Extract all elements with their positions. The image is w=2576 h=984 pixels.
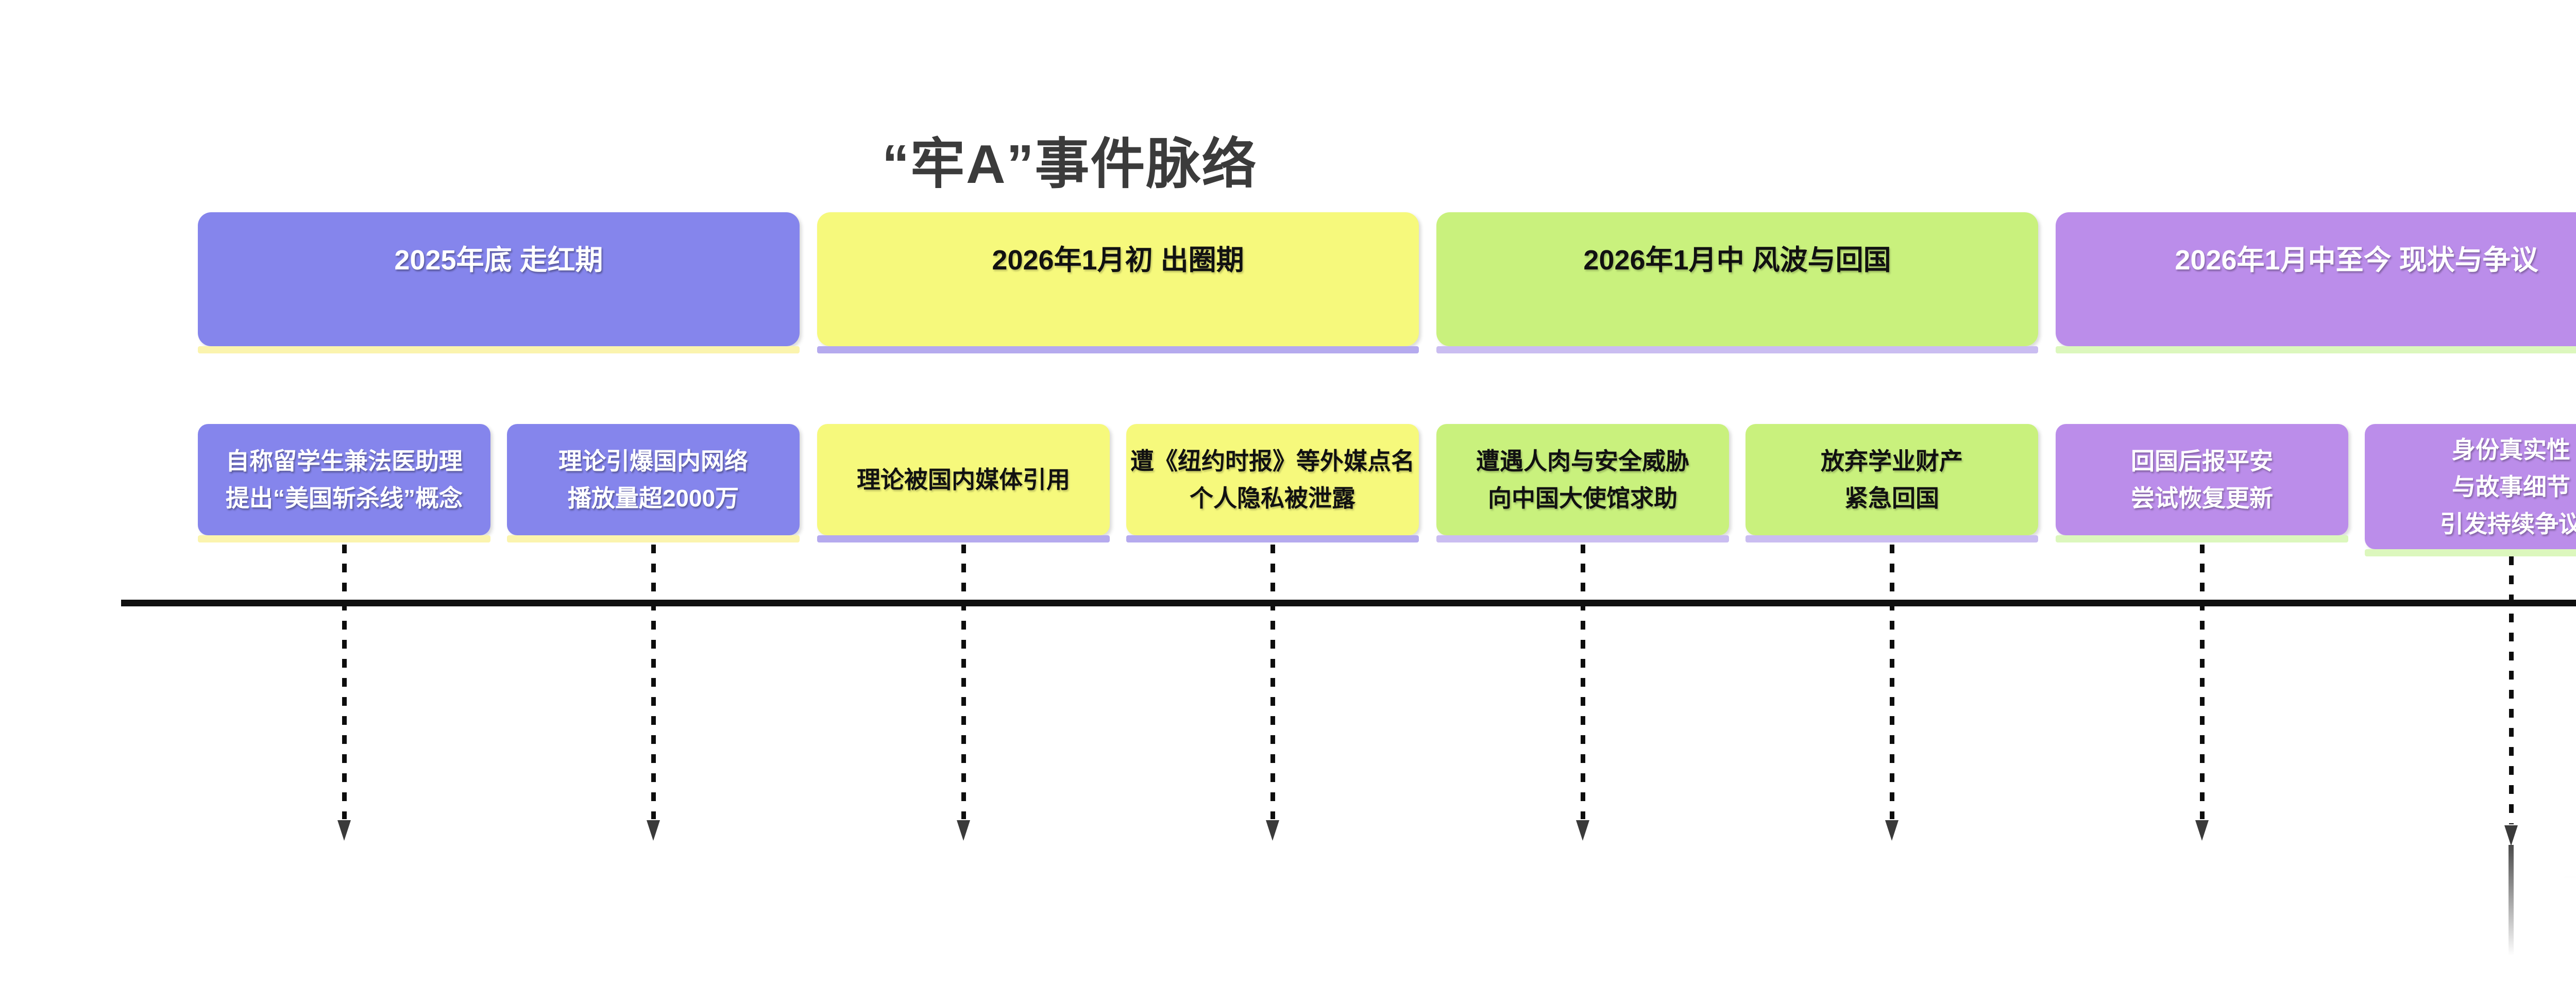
phase-header-1: 2025年底 走红期	[198, 212, 800, 353]
event-shadow-strip	[2056, 535, 2348, 542]
event-shadow-strip	[1126, 535, 1419, 542]
connector-dashed-line	[651, 545, 656, 819]
connector-arrowhead-icon	[2504, 825, 2518, 846]
connector-dashed-line	[1270, 545, 1275, 819]
event-line: 遭遇人肉与安全威胁	[1476, 448, 1689, 474]
connector-dashed-line	[342, 545, 347, 819]
event-line: 尝试恢复更新	[2131, 485, 2273, 512]
connector-fading-tail	[2509, 845, 2514, 956]
phase-shadow-strip	[817, 346, 1419, 353]
event-text: 回国后报平安 尝试恢复更新	[2131, 443, 2273, 517]
event-shadow-strip	[817, 535, 1110, 542]
phase-shadow-strip	[198, 346, 800, 353]
event-line: 个人隐私被泄露	[1190, 485, 1355, 512]
connector-arrowhead-icon	[1576, 820, 1589, 841]
event-box-7: 回国后报平安 尝试恢复更新	[2056, 424, 2348, 542]
event-line: 理论引爆国内网络	[558, 448, 748, 474]
phase-header-label: 2026年1月初 出圈期	[992, 245, 1244, 276]
event-line: 引发持续争议	[2440, 510, 2576, 537]
connector-arrowhead-icon	[647, 820, 660, 841]
event-line: 向中国大使馆求助	[1488, 485, 1677, 512]
connector-dashed-line	[1581, 545, 1585, 819]
event-text: 自称留学生兼法医助理 提出“美国斩杀线”概念	[226, 443, 463, 517]
event-box-8: 身份真实性 与故事细节 引发持续争议	[2365, 424, 2576, 556]
connector-dashed-line	[2200, 545, 2205, 819]
event-shadow-strip	[198, 535, 490, 542]
connector-arrowhead-icon	[1885, 820, 1899, 841]
event-shadow-strip	[507, 535, 800, 542]
event-text: 放弃学业财产 紧急回国	[1821, 443, 1963, 517]
event-box-5: 遭遇人肉与安全威胁 向中国大使馆求助	[1436, 424, 1729, 542]
phase-shadow-strip	[1436, 346, 2038, 353]
phase-header-label: 2026年1月中 风波与回国	[1583, 245, 1891, 276]
event-line: 紧急回国	[1844, 485, 1939, 512]
event-shadow-strip	[1436, 535, 1729, 542]
timeline-axis	[121, 600, 2576, 606]
event-box-4: 遭《纽约时报》等外媒点名 个人隐私被泄露	[1126, 424, 1419, 542]
event-text: 理论引爆国内网络 播放量超2000万	[558, 443, 748, 517]
event-text: 遭遇人肉与安全威胁 向中国大使馆求助	[1476, 443, 1689, 517]
connector-dashed-line	[2509, 556, 2514, 824]
event-shadow-strip	[1745, 535, 2038, 542]
page-title: “牢A”事件脉络	[882, 134, 1258, 195]
connector-dashed-line	[961, 545, 966, 819]
connector-dashed-line	[1890, 545, 1894, 819]
event-line: 回国后报平安	[2131, 448, 2273, 474]
event-line: 与故事细节	[2452, 473, 2570, 500]
phase-shadow-strip	[2056, 346, 2576, 353]
phase-header-label: 2025年底 走红期	[394, 245, 603, 276]
event-line: 放弃学业财产	[1821, 448, 1963, 474]
event-text: 遭《纽约时报》等外媒点名 个人隐私被泄露	[1130, 443, 1415, 517]
event-shadow-strip	[2365, 549, 2576, 556]
event-box-6: 放弃学业财产 紧急回国	[1745, 424, 2038, 542]
event-box-2: 理论引爆国内网络 播放量超2000万	[507, 424, 800, 542]
connector-arrowhead-icon	[1266, 820, 1279, 841]
phase-header-3: 2026年1月中 风波与回国	[1436, 212, 2038, 353]
event-box-3: 理论被国内媒体引用	[817, 424, 1110, 542]
event-line: 身份真实性	[2452, 436, 2570, 463]
connector-arrowhead-icon	[2195, 820, 2209, 841]
event-line: 理论被国内媒体引用	[857, 466, 1070, 493]
event-line: 自称留学生兼法医助理	[226, 448, 463, 474]
connector-arrowhead-icon	[337, 820, 351, 841]
event-line: 提出“美国斩杀线”概念	[226, 485, 463, 512]
event-text: 身份真实性 与故事细节 引发持续争议	[2440, 431, 2576, 542]
event-box-1: 自称留学生兼法医助理 提出“美国斩杀线”概念	[198, 424, 490, 542]
watermark-ghost	[2555, 876, 2576, 878]
connector-arrowhead-icon	[957, 820, 970, 841]
phase-header-2: 2026年1月初 出圈期	[817, 212, 1419, 353]
event-text: 理论被国内媒体引用	[857, 461, 1070, 498]
event-line: 遭《纽约时报》等外媒点名	[1130, 448, 1415, 474]
event-line: 播放量超2000万	[567, 485, 739, 512]
phase-header-label: 2026年1月中至今 现状与争议	[2175, 245, 2538, 276]
phase-header-4: 2026年1月中至今 现状与争议	[2056, 212, 2576, 353]
